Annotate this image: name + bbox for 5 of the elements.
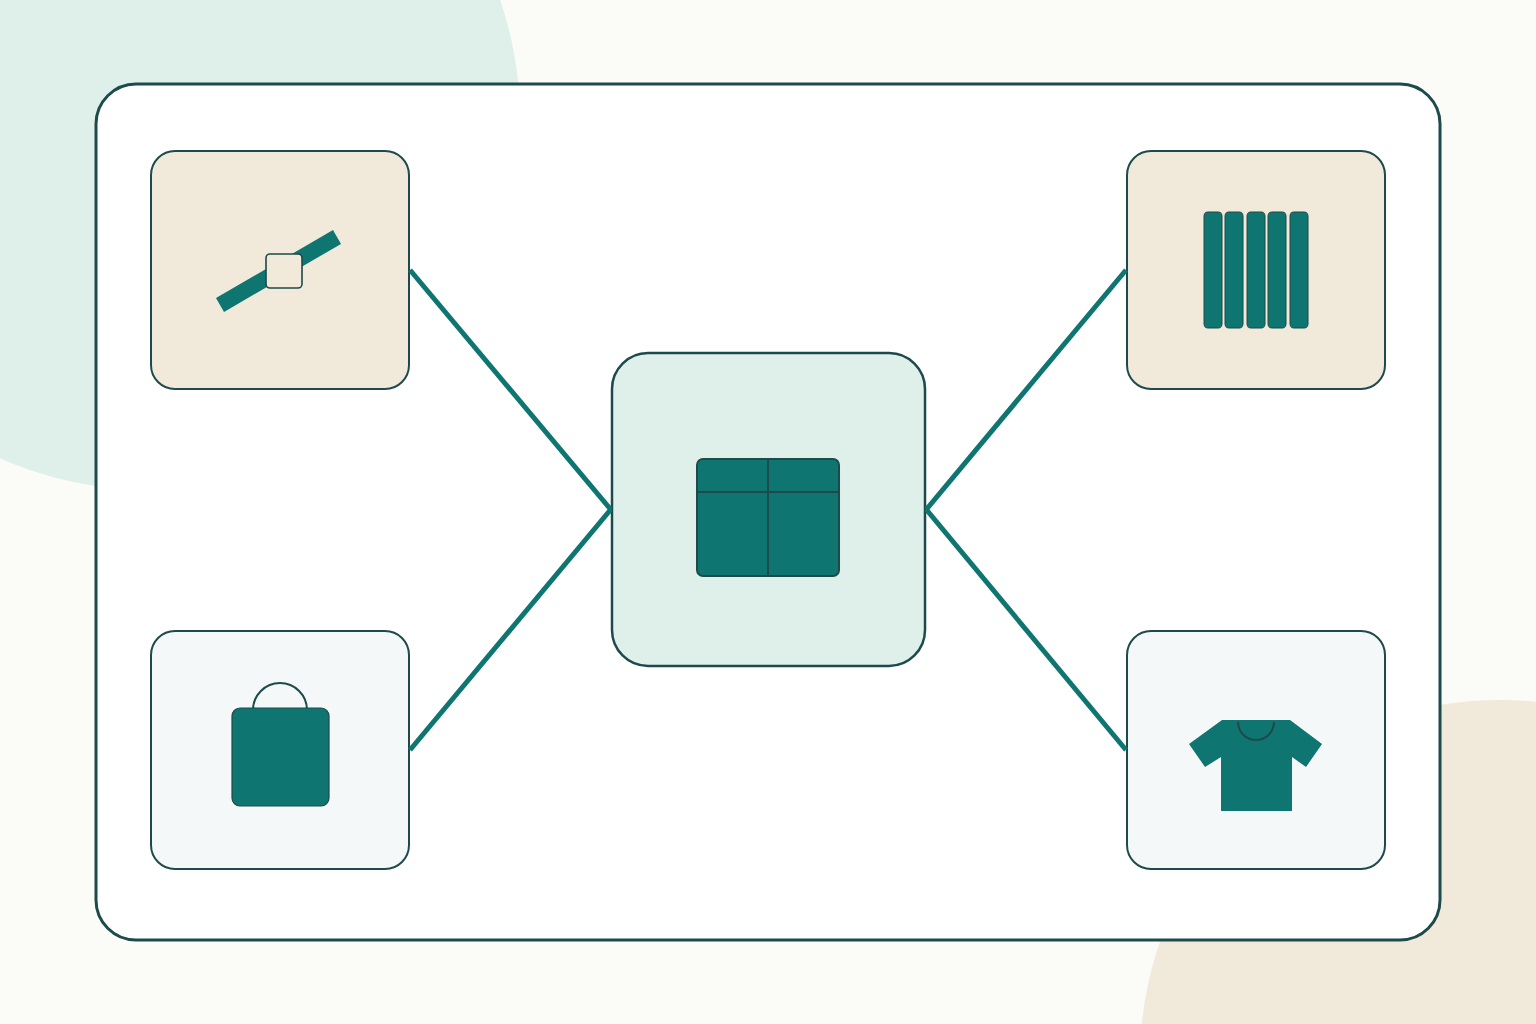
connector-line [408,268,613,512]
connector-line [408,507,613,752]
connector-line [924,268,1128,512]
icon-tile [150,150,410,390]
connector-line [924,507,1128,752]
